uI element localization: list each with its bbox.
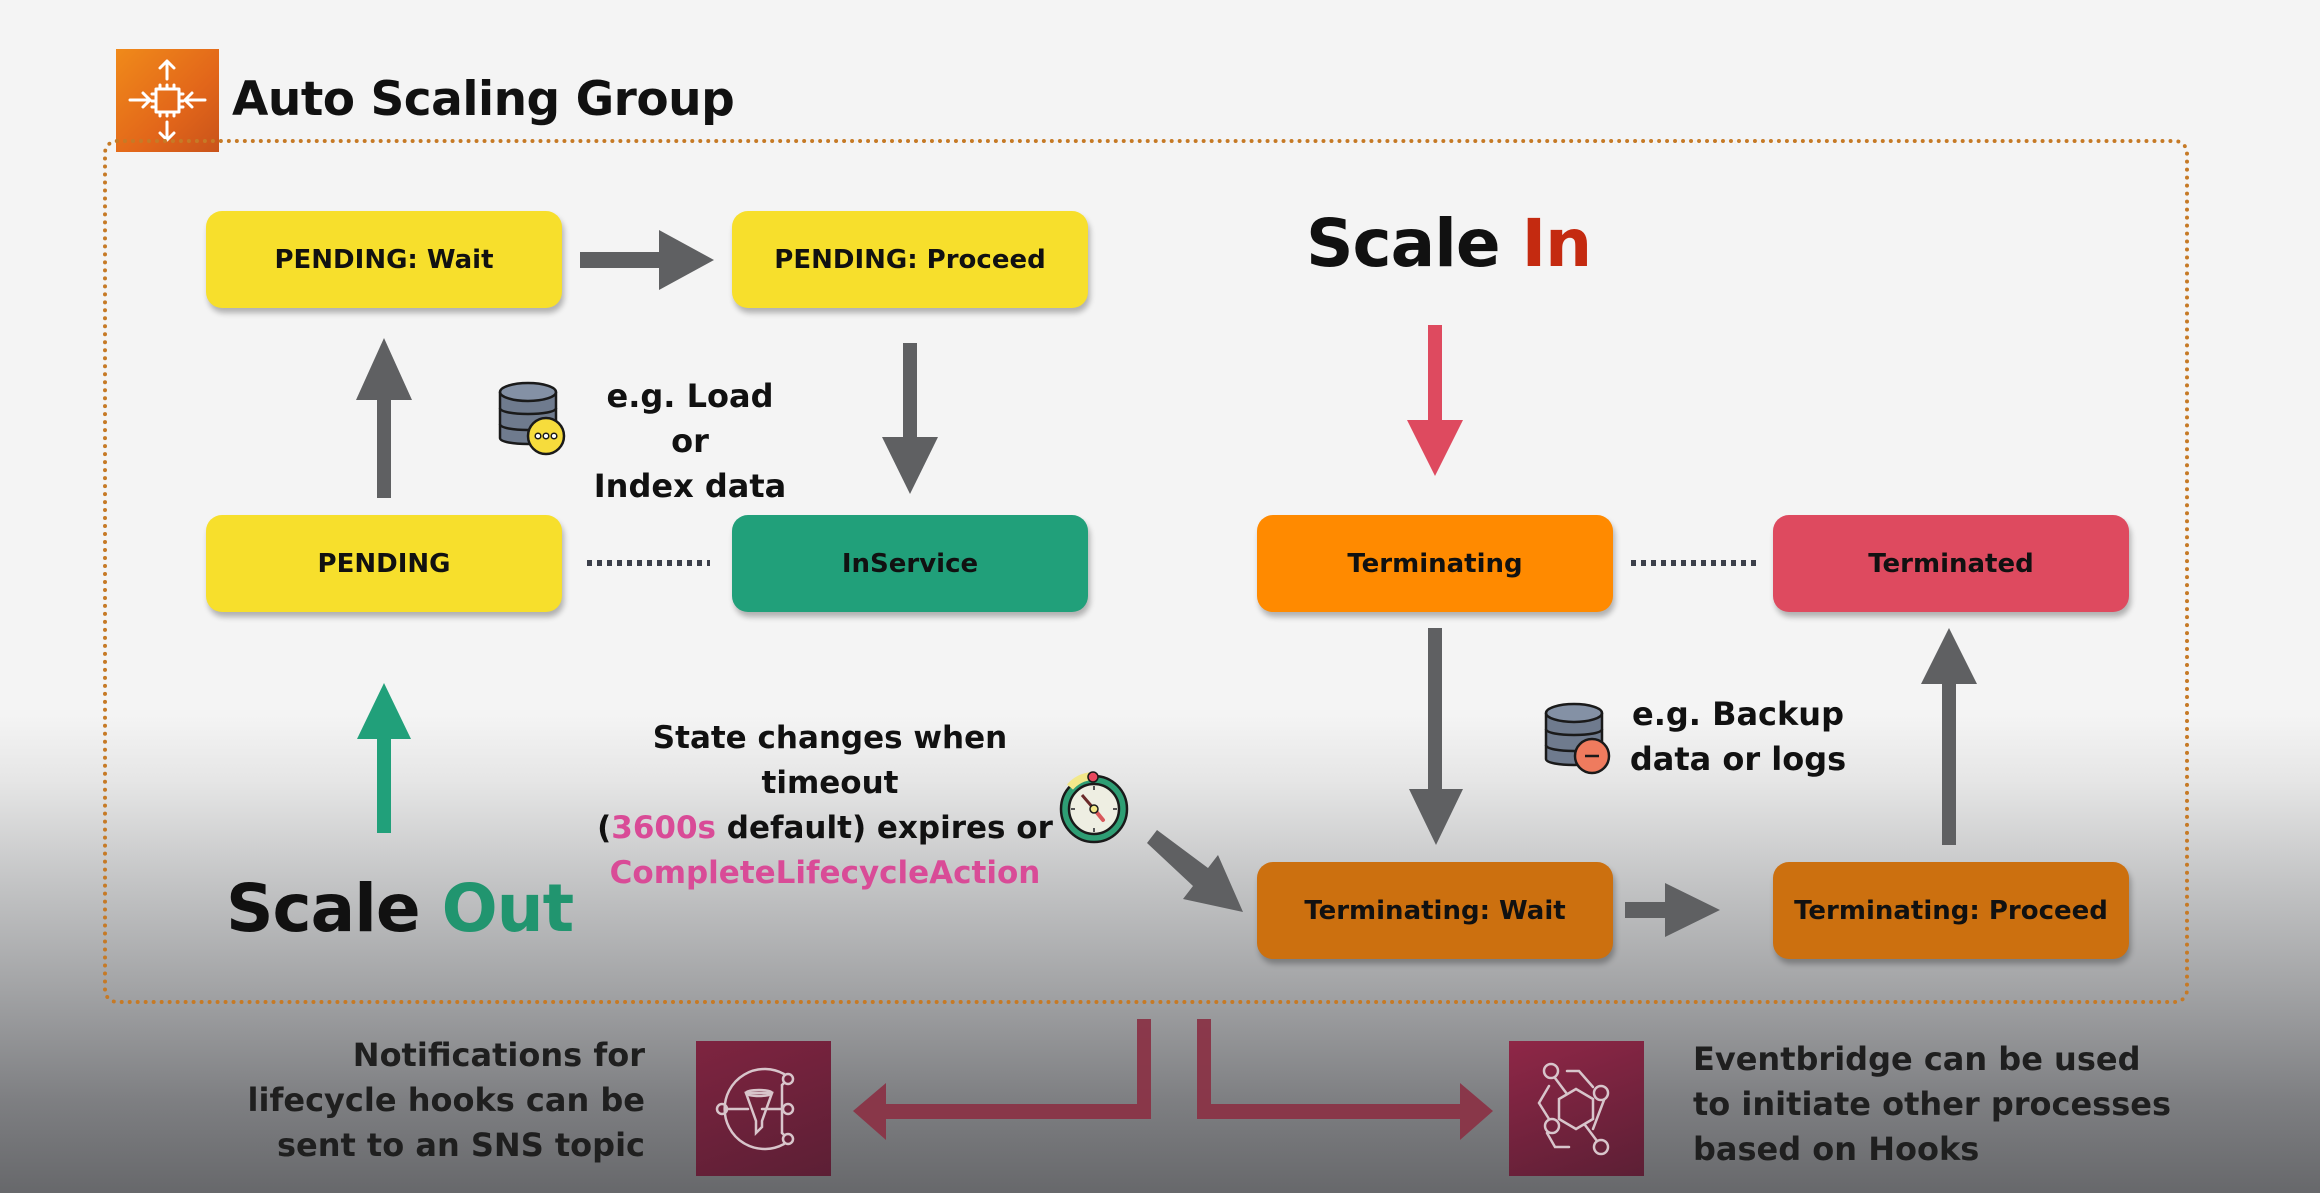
state-terminated: Terminated	[1773, 515, 2129, 612]
arrow-timeout-to-terminating-wait	[1147, 830, 1243, 912]
state-label: Terminating: Proceed	[1794, 895, 2108, 926]
note-eventbridge: Eventbridge can be used to initiate othe…	[1693, 1037, 2253, 1172]
connector-to-sns	[853, 1019, 1151, 1140]
arrow-scale-out	[357, 683, 411, 833]
state-label: PENDING: Wait	[274, 244, 494, 275]
state-pending-wait: PENDING: Wait	[206, 211, 562, 308]
note-sns: Notifications for lifecycle hooks can be…	[230, 1033, 645, 1168]
connector-to-eventbridge	[1197, 1019, 1493, 1140]
state-inservice: InService	[732, 515, 1088, 612]
note-timeout: State changes when timeout (3600s defaul…	[580, 716, 1080, 896]
arrow-proceed-to-inservice	[882, 343, 938, 494]
arrow-terminating-to-wait	[1409, 628, 1463, 845]
arrow-wait-to-proceed	[580, 230, 714, 290]
note-line: data or logs	[1629, 740, 1847, 778]
state-pending-proceed: PENDING: Proceed	[732, 211, 1088, 308]
note-line: Eventbridge can be used	[1693, 1040, 2141, 1078]
auto-scaling-icon	[116, 49, 219, 152]
state-terminating-proceed: Terminating: Proceed	[1773, 862, 2129, 959]
state-label: Terminating	[1347, 548, 1523, 579]
state-label: Terminating: Wait	[1304, 895, 1566, 926]
note-line: sent to an SNS topic	[276, 1126, 645, 1164]
database-pending-icon	[496, 378, 566, 458]
scale-out-heading: Scale Out	[226, 870, 575, 947]
state-label: Terminated	[1868, 548, 2034, 579]
page-title: Auto Scaling Group	[232, 72, 735, 127]
scale-out-highlight: Out	[441, 870, 575, 947]
timeout-rest: default) expires or	[716, 810, 1053, 846]
arrow-proceed-to-terminated	[1921, 628, 1977, 845]
arrow-pending-to-wait	[356, 338, 412, 498]
note-line: (3600s default) expires or	[580, 806, 1080, 851]
state-label: InService	[841, 548, 979, 579]
scale-in-prefix: Scale	[1306, 205, 1501, 282]
note-line: to initiate other processes	[1693, 1085, 2172, 1123]
database-terminating-icon	[1542, 699, 1612, 779]
note-backup: e.g. Backup data or logs	[1628, 692, 1848, 782]
note-line: e.g. Load or	[606, 377, 774, 460]
timeout-value: 3600s	[611, 810, 717, 846]
scale-out-prefix: Scale	[226, 870, 421, 947]
note-line: based on Hooks	[1693, 1130, 1980, 1168]
paren: (	[597, 810, 612, 846]
note-line: State changes when timeout	[652, 720, 1008, 801]
sns-icon	[696, 1041, 831, 1176]
state-label: PENDING: Proceed	[774, 244, 1046, 275]
note-line: e.g. Backup	[1632, 695, 1844, 733]
state-label: PENDING	[317, 548, 451, 579]
complete-lifecycle-action: CompleteLifecycleAction	[609, 855, 1041, 891]
state-pending: PENDING	[206, 515, 562, 612]
timer-icon	[1058, 771, 1130, 845]
scale-in-highlight: In	[1521, 205, 1593, 282]
eventbridge-icon	[1509, 1041, 1644, 1176]
arrow-scale-in	[1407, 325, 1463, 476]
note-line: Index data	[593, 467, 787, 505]
note-line: Notifications for	[352, 1036, 645, 1074]
note-line: lifecycle hooks can be	[247, 1081, 645, 1119]
note-load-index: e.g. Load or Index data	[590, 374, 790, 509]
auto-scaling-group-boundary	[103, 139, 2189, 1004]
scale-in-heading: Scale In	[1306, 205, 1593, 282]
state-terminating-wait: Terminating: Wait	[1257, 862, 1613, 959]
arrow-wait-to-proceed-terminating	[1625, 883, 1720, 937]
state-terminating: Terminating	[1257, 515, 1613, 612]
